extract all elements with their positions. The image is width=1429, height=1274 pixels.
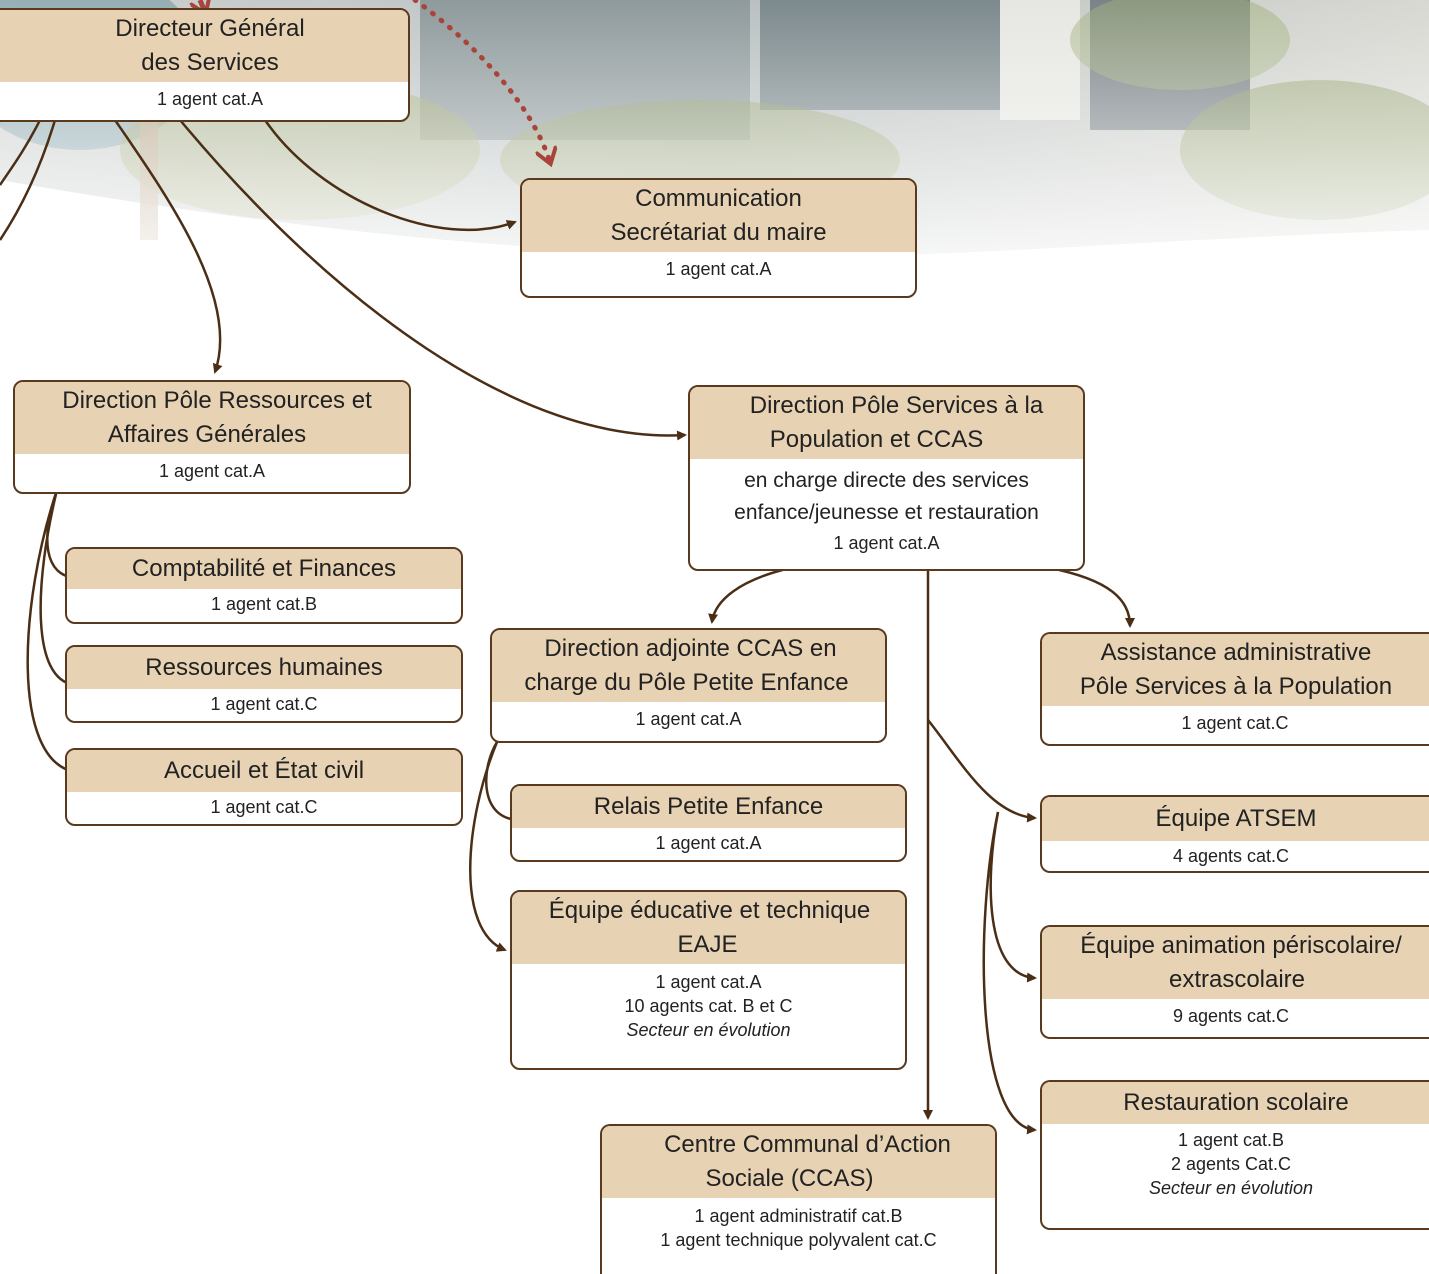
restauration-title: Restauration scolaire — [1123, 1089, 1349, 1116]
box-title: Relais Petite Enfance — [512, 786, 905, 828]
services-population-agents: 1 agent cat.A — [833, 533, 940, 553]
box-assistance-administrative: Assistance administrative Pôle Services … — [1040, 632, 1429, 746]
box-title: Équipe animation périscolaire/ extrascol… — [1042, 927, 1429, 999]
box-agents: 1 agent cat.A — [15, 454, 409, 488]
ccas-agents-line1: 1 agent administratif cat.B — [694, 1206, 903, 1226]
box-title: Ressources humaines — [67, 647, 461, 689]
box-agents: 1 agent cat.A — [522, 252, 915, 286]
ccas-agents-line2: 1 agent technique polyvalent cat.C — [660, 1230, 937, 1250]
box-agents: 9 agents cat.C — [1042, 999, 1429, 1033]
services-population-description: en charge directe des services enfance/j… — [734, 469, 1039, 524]
communication-title-line2: Secrétariat du maire — [610, 219, 827, 246]
comptabilite-title: Comptabilité et Finances — [131, 555, 397, 582]
box-pole-ressources: Direction Pôle Ressources et Affaires Gé… — [13, 380, 411, 494]
box-title: Équipe ATSEM — [1042, 797, 1429, 841]
box-comptabilite: Comptabilité et Finances 1 agent cat.B — [65, 547, 463, 624]
connector-atsem-restauration — [982, 811, 1037, 1135]
box-restauration-scolaire: Restauration scolaire 1 agent cat.B 2 ag… — [1040, 1080, 1429, 1230]
box-title: Direction Pôle Ressources et Affaires Gé… — [15, 382, 409, 454]
box-agents: 1 agent cat.B 2 agents Cat.C Secteur en … — [1042, 1124, 1429, 1204]
connector-services-adjointe — [708, 566, 791, 624]
box-direction-adjointe-ccas: Direction adjointe CCAS en charge du Pôl… — [490, 628, 887, 743]
box-agents: 1 agent cat.C — [67, 792, 461, 822]
accueil-agents: 1 agent cat.C — [210, 797, 318, 817]
box-equipe-eaje: Équipe éducative et technique EAJE 1 age… — [510, 890, 907, 1070]
periscolaire-title: Équipe animation périscolaire/ extrascol… — [1080, 932, 1402, 993]
accueil-title: Accueil et État civil — [163, 757, 365, 784]
box-title: Équipe éducative et technique EAJE — [512, 892, 905, 964]
box-communication: Communication Secrétariat du maire 1 age… — [520, 178, 917, 298]
assistance-title-line2: Pôle Services à la Population — [1079, 673, 1393, 700]
box-agents: 1 agent cat.A — [0, 82, 408, 116]
eaje-agents-line1: 1 agent cat.A — [655, 972, 762, 992]
atsem-title: Équipe ATSEM — [1155, 805, 1317, 832]
connector-ressources-accueil — [26, 489, 77, 776]
comptabilite-agents: 1 agent cat.B — [210, 594, 318, 614]
box-directeur-general: Directeur Général des Services 1 agent c… — [0, 8, 410, 122]
box-description: en charge directe des services enfance/j… — [690, 459, 1083, 555]
restauration-agents-line2: 2 agents Cat.C — [1170, 1154, 1292, 1174]
relais-title: Relais Petite Enfance — [593, 793, 824, 820]
box-title: Direction adjointe CCAS en charge du Pôl… — [492, 630, 885, 702]
services-population-title: Direction Pôle Services à la Population … — [749, 392, 1044, 453]
box-agents: 1 agent cat.A — [512, 828, 905, 858]
adjointe-ccas-agents: 1 agent cat.A — [635, 709, 742, 729]
periscolaire-agents: 9 agents cat.C — [1172, 1006, 1290, 1026]
box-ccas: Centre Communal d’Action Sociale (CCAS) … — [600, 1124, 997, 1274]
box-pole-services-population: Direction Pôle Services à la Population … — [688, 385, 1085, 571]
connector-adjointe-eaje — [469, 741, 507, 952]
eaje-title: Équipe éducative et technique EAJE — [548, 897, 871, 958]
assistance-agents: 1 agent cat.C — [1181, 713, 1289, 733]
box-title: Comptabilité et Finances — [67, 549, 461, 589]
connector-services-assistance — [1049, 566, 1135, 628]
atsem-agents: 4 agents cat.C — [1172, 846, 1290, 866]
box-relais-petite-enfance: Relais Petite Enfance 1 agent cat.A — [510, 784, 907, 862]
box-title: Directeur Général des Services — [0, 10, 408, 82]
box-title: Restauration scolaire — [1042, 1082, 1429, 1124]
adjointe-ccas-title: Direction adjointe CCAS en charge du Pôl… — [524, 635, 849, 696]
communication-title-line1: Communication — [635, 185, 802, 212]
box-title: Centre Communal d’Action Sociale (CCAS) — [602, 1126, 995, 1198]
connector-services-atsem — [927, 719, 1037, 823]
dgs-title: Directeur Général des Services — [115, 15, 305, 76]
box-title: Direction Pôle Services à la Population … — [690, 387, 1083, 459]
box-agents: 1 agent administratif cat.B 1 agent tech… — [602, 1198, 995, 1258]
ressources-title: Direction Pôle Ressources et Affaires Gé… — [62, 387, 372, 448]
eaje-agents-line2: 10 agents cat. B et C — [624, 996, 793, 1016]
box-title: Accueil et État civil — [67, 750, 461, 792]
restauration-note: Secteur en évolution — [1148, 1178, 1314, 1198]
connector-atsem-periscolaire — [989, 811, 1037, 983]
restauration-agents-line1: 1 agent cat.B — [1177, 1130, 1285, 1150]
assistance-title-line1: Assistance administrative — [1100, 639, 1372, 666]
box-ressources-humaines: Ressources humaines 1 agent cat.C — [65, 645, 463, 723]
box-agents: 1 agent cat.A — [492, 702, 885, 736]
box-title: Assistance administrative Pôle Services … — [1042, 634, 1429, 706]
box-agents: 1 agent cat.C — [1042, 706, 1429, 740]
box-agents: 4 agents cat.C — [1042, 841, 1429, 871]
box-equipe-animation-periscolaire: Équipe animation périscolaire/ extrascol… — [1040, 925, 1429, 1039]
ccas-title: Centre Communal d’Action Sociale (CCAS) — [664, 1131, 951, 1192]
ressources-agents: 1 agent cat.A — [158, 461, 266, 481]
box-agents: 1 agent cat.C — [67, 689, 461, 719]
box-agents: 1 agent cat.A 10 agents cat. B et C Sect… — [512, 964, 905, 1048]
rh-agents: 1 agent cat.C — [210, 694, 318, 714]
communication-agents: 1 agent cat.A — [665, 259, 772, 279]
eaje-note: Secteur en évolution — [626, 1020, 791, 1040]
dgs-agents: 1 agent cat.A — [156, 89, 264, 109]
relais-agents: 1 agent cat.A — [655, 833, 762, 853]
box-accueil-etat-civil: Accueil et État civil 1 agent cat.C — [65, 748, 463, 826]
box-agents: 1 agent cat.B — [67, 589, 461, 619]
box-title: Communication Secrétariat du maire — [522, 180, 915, 252]
box-equipe-atsem: Équipe ATSEM 4 agents cat.C — [1040, 795, 1429, 873]
rh-title: Ressources humaines — [145, 654, 383, 681]
